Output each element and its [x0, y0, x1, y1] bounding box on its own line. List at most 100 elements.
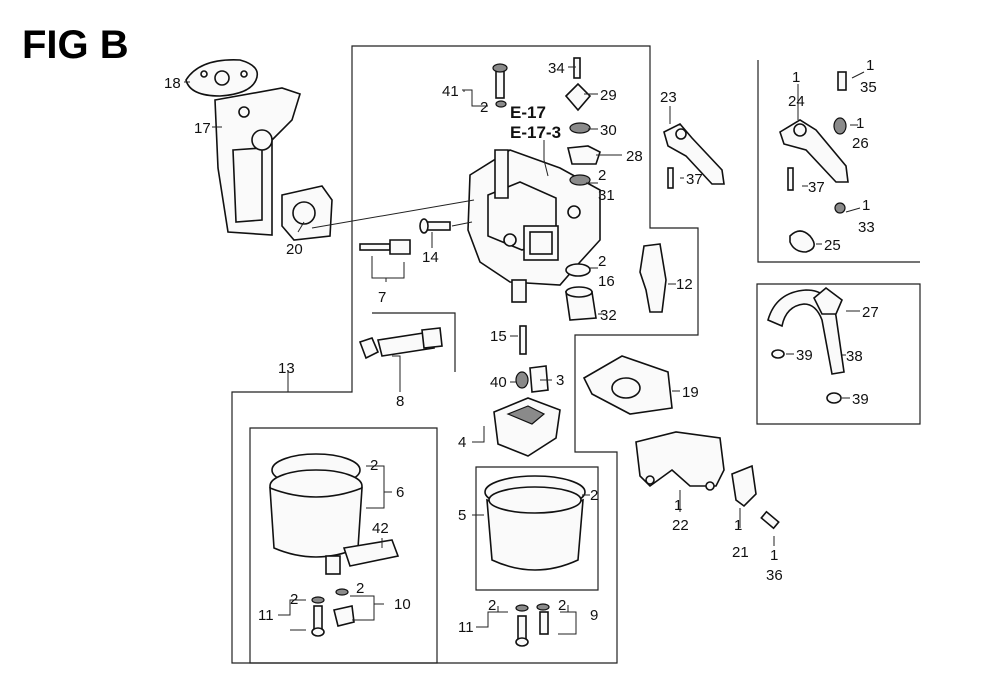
- callout-2-drain-right: 2: [558, 597, 566, 614]
- callout-2-bolt-right: 2: [488, 597, 496, 614]
- callout-29: 29: [600, 87, 617, 104]
- callout-2-oring: 2: [598, 253, 606, 270]
- throttle-stop-screw-7: [359, 239, 411, 255]
- bracket-22: [635, 431, 725, 491]
- callout-23: 23: [660, 89, 677, 106]
- throttle-lever-24: [779, 119, 849, 191]
- clip-12: [639, 243, 667, 313]
- clamp-21: [731, 464, 757, 508]
- clamp-39-lower: [826, 392, 842, 404]
- screw-41: [492, 63, 508, 108]
- callout-numbers: 18 17 20 41 2 34 29 30 28 2 31 14 7 8 2 …: [164, 57, 879, 636]
- callout-28: 28: [626, 148, 643, 165]
- callout-1-nut33: 1: [862, 197, 870, 214]
- callout-5: 5: [458, 507, 466, 524]
- insulator-gasket-18: [185, 59, 259, 97]
- clip-27: [813, 286, 843, 315]
- callout-10: 10: [394, 596, 411, 613]
- callout-16: 16: [598, 273, 615, 290]
- callout-6: 6: [396, 484, 404, 501]
- spring-25: [789, 230, 815, 253]
- pilot-screw-14: [419, 218, 473, 234]
- callout-2-washer: 2: [598, 167, 606, 184]
- nut-26: [833, 117, 847, 135]
- callout-20: 20: [286, 241, 303, 258]
- screw-group-8-frame: [372, 312, 456, 372]
- callout-18: 18: [164, 75, 181, 92]
- callout-41: 41: [442, 83, 459, 100]
- callout-3: 3: [556, 372, 564, 389]
- callout-2-chamber-right: 2: [590, 487, 598, 504]
- callout-7: 7: [378, 289, 386, 306]
- callout-26: 26: [852, 135, 869, 152]
- callout-21: 21: [732, 544, 749, 561]
- callout-24: 24: [788, 93, 805, 110]
- carburetor-gasket-20: [281, 185, 333, 241]
- callout-22: 22: [672, 517, 689, 534]
- top-parts-29-30-28-31: [564, 57, 601, 186]
- callout-15: 15: [490, 328, 507, 345]
- insulator-19: [582, 355, 673, 415]
- callout-2-bolt-left: 2: [290, 591, 298, 608]
- callout-8: 8: [396, 393, 404, 410]
- callout-1-lever: 1: [792, 69, 800, 86]
- drain-bolt-32: [565, 286, 597, 321]
- callout-1-bolt: 1: [770, 547, 778, 564]
- callout-36: 36: [766, 567, 783, 584]
- carburetor-bracket-17: [214, 87, 301, 236]
- carburetor-body: [467, 149, 601, 303]
- callout-13: 13: [278, 360, 295, 377]
- callout-1-clamp: 1: [734, 517, 742, 534]
- callout-37-left: 37: [686, 171, 703, 188]
- screw-35: [837, 71, 847, 91]
- float-needle-parts-15-40-3: [515, 325, 549, 393]
- callout-2-drain-left: 2: [356, 580, 364, 597]
- ref-arrow: [543, 140, 549, 177]
- callout-9: 9: [590, 607, 598, 624]
- callout-40: 40: [490, 374, 507, 391]
- clamp-39-upper: [771, 349, 785, 359]
- float-chamber-5: [484, 475, 586, 571]
- callout-2-screw: 2: [480, 99, 488, 116]
- float-chamber-group-5-frame: [475, 466, 599, 591]
- callout-4: 4: [458, 434, 466, 451]
- choke-lever-23: [663, 123, 725, 189]
- callout-leaders: [184, 66, 865, 635]
- callout-1-nut: 1: [856, 115, 864, 132]
- callout-30: 30: [600, 122, 617, 139]
- callout-1-screw: 1: [866, 57, 874, 74]
- drain-screw-10: [333, 588, 355, 627]
- assembly-guide-line: [311, 199, 475, 229]
- ref-e-17: E-17: [510, 103, 546, 122]
- float-chamber-group-13-frame: [249, 427, 438, 664]
- callout-2-chamber-left: 2: [370, 457, 378, 474]
- float-4: [493, 397, 561, 457]
- bolt-11-left: [311, 596, 325, 637]
- callout-19: 19: [682, 384, 699, 401]
- callout-12: 12: [676, 276, 693, 293]
- callout-34: 34: [548, 60, 565, 77]
- callout-14: 14: [422, 249, 439, 266]
- bolt-36: [760, 510, 780, 530]
- callout-32: 32: [600, 307, 617, 324]
- bolt-11-right: [515, 604, 529, 647]
- callout-35: 35: [860, 79, 877, 96]
- carburetor-assembly-frame: [231, 45, 699, 664]
- callout-38: 38: [846, 348, 863, 365]
- o-ring-16: [565, 263, 591, 277]
- callout-25: 25: [824, 237, 841, 254]
- throttle-lever-group-frame: [757, 60, 920, 263]
- callout-1-bracket: 1: [674, 497, 682, 514]
- breather-tube-group-frame: [756, 283, 921, 425]
- callout-42: 42: [372, 520, 389, 537]
- callout-11-right: 11: [458, 619, 474, 636]
- callout-39-lower: 39: [852, 391, 869, 408]
- callout-37-right: 37: [808, 179, 825, 196]
- figure-title: FIG B: [22, 23, 129, 67]
- drain-screw-9: [536, 603, 550, 635]
- callout-27: 27: [862, 304, 879, 321]
- ref-e-17-3: E-17-3: [510, 123, 561, 142]
- tube-42: [342, 539, 400, 567]
